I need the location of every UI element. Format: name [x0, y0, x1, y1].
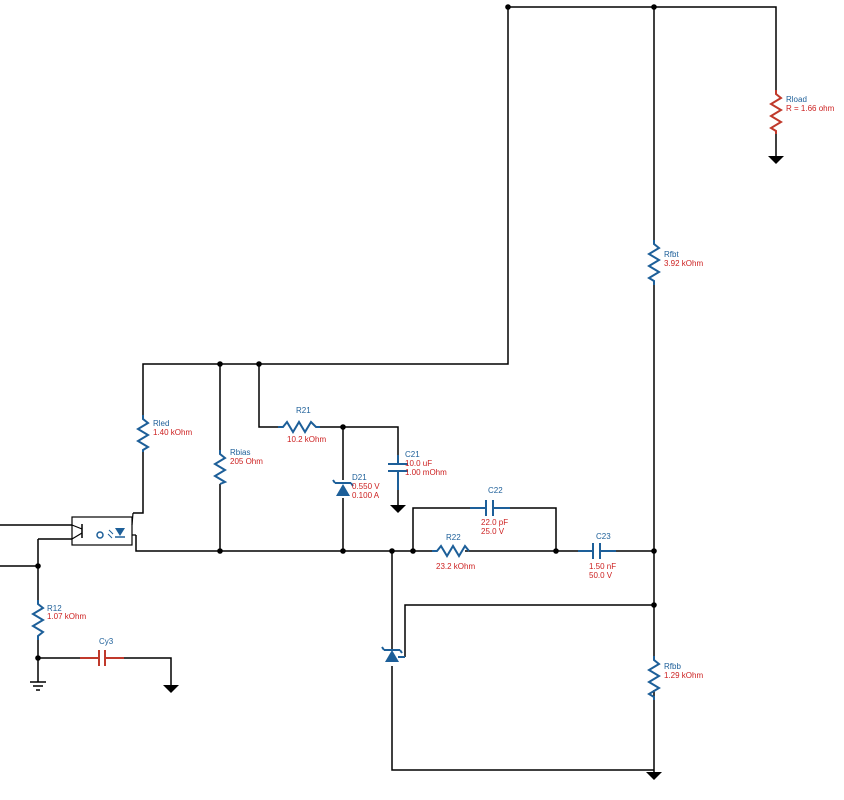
resistor-zigzag-icon [278, 420, 320, 434]
r21-value: 10.2 kOhm [287, 435, 326, 444]
rfbt-name: Rfbt [664, 250, 679, 259]
c22-name: C22 [488, 486, 503, 495]
r12-name: R12 [47, 604, 62, 613]
rled-value: 1.40 kOhm [153, 428, 192, 437]
junction-dot [340, 548, 346, 554]
rfbb-name: Rfbb [664, 662, 681, 671]
junction-dot [217, 361, 223, 367]
c22-value1: 22.0 pF [481, 518, 508, 527]
resistor-zigzag-icon [647, 240, 661, 285]
junction-dot [553, 548, 559, 554]
wires [0, 6, 777, 772]
junction-dot [35, 563, 41, 569]
cy3-name: Cy3 [99, 637, 114, 646]
d21-value2: 0.100 A [352, 491, 380, 500]
capacitor-icon [578, 543, 616, 559]
capacitor-cy3[interactable]: Cy3 [80, 637, 124, 666]
rfbb-value: 1.29 kOhm [664, 671, 703, 680]
ground-icon [646, 772, 662, 780]
resistor-rled[interactable]: Rled 1.40 kOhm [136, 415, 192, 452]
capacitor-c23[interactable]: C23 1.50 nF 50.0 V [578, 532, 616, 580]
junction-dot [651, 4, 657, 10]
capacitor-icon [388, 455, 408, 490]
junction-dots [35, 4, 657, 661]
c21-name: C21 [405, 450, 420, 459]
c21-value2: 1.00 mOhm [405, 468, 447, 477]
earth-ground-icon [30, 681, 46, 691]
r22-name: R22 [446, 533, 461, 542]
r22-value: 23.2 kOhm [436, 562, 475, 571]
r21-name: R21 [296, 406, 311, 415]
shunt-regulator-icon [385, 650, 399, 662]
junction-dot [651, 602, 657, 608]
capacitor-icon [470, 500, 510, 516]
d21-value1: 0.550 V [352, 482, 380, 491]
c23-value1: 1.50 nF [589, 562, 616, 571]
resistor-zigzag-icon [213, 450, 228, 485]
ground-icon [390, 505, 406, 513]
rfbt-value: 3.92 kOhm [664, 259, 703, 268]
junction-dot [256, 361, 262, 367]
c23-name: C23 [596, 532, 611, 541]
c22-value2: 25.0 V [481, 527, 505, 536]
ground-symbols [30, 156, 784, 780]
phototransistor-icon [71, 524, 83, 540]
zener-diode-icon [332, 479, 354, 496]
resistor-r12[interactable]: R12 1.07 kOhm [31, 600, 86, 640]
junction-dot [410, 548, 416, 554]
capacitor-icon [80, 650, 124, 666]
junction-dot [35, 655, 41, 661]
c23-value2: 50.0 V [589, 571, 613, 580]
c21-value1: 10.0 uF [405, 459, 432, 468]
resistor-rbias[interactable]: Rbias 205 Ohm [213, 448, 263, 485]
junction-dot [340, 424, 346, 430]
rled-name: Rled [153, 419, 169, 428]
optocoupler[interactable] [71, 512, 136, 546]
junction-dot [505, 4, 511, 10]
r12-value: 1.07 kOhm [47, 612, 86, 621]
ground-icon [768, 156, 784, 164]
resistor-rfbt[interactable]: Rfbt 3.92 kOhm [647, 240, 703, 285]
junction-dot [389, 548, 395, 554]
d21-name: D21 [352, 473, 367, 482]
resistor-r22[interactable]: R22 23.2 kOhm [432, 533, 475, 571]
shunt-regulator[interactable] [381, 646, 405, 662]
led-icon [96, 528, 125, 539]
capacitor-c22[interactable]: C22 22.0 pF 25.0 V [470, 486, 510, 536]
rload-name: Rload [786, 95, 807, 104]
capacitor-c21[interactable]: C21 10.0 uF 1.00 mOhm [388, 450, 447, 490]
rbias-value: 205 Ohm [230, 457, 263, 466]
resistor-rfbb[interactable]: Rfbb 1.29 kOhm [647, 656, 703, 700]
junction-dot [217, 548, 223, 554]
resistor-r21[interactable]: R21 10.2 kOhm [278, 406, 326, 444]
rbias-name: Rbias [230, 448, 250, 457]
resistor-rload[interactable]: Rload R = 1.66 ohm [769, 90, 835, 134]
resistor-zigzag-icon [432, 544, 470, 558]
resistor-zigzag-icon [769, 90, 783, 134]
resistor-zigzag-icon [136, 415, 150, 452]
resistor-zigzag-icon [31, 600, 45, 640]
rload-value: R = 1.66 ohm [786, 104, 835, 113]
junction-dot [651, 548, 657, 554]
diode-d21[interactable]: D21 0.550 V 0.100 A [332, 473, 380, 500]
resistor-zigzag-icon [647, 656, 661, 700]
ground-icon [163, 685, 179, 693]
